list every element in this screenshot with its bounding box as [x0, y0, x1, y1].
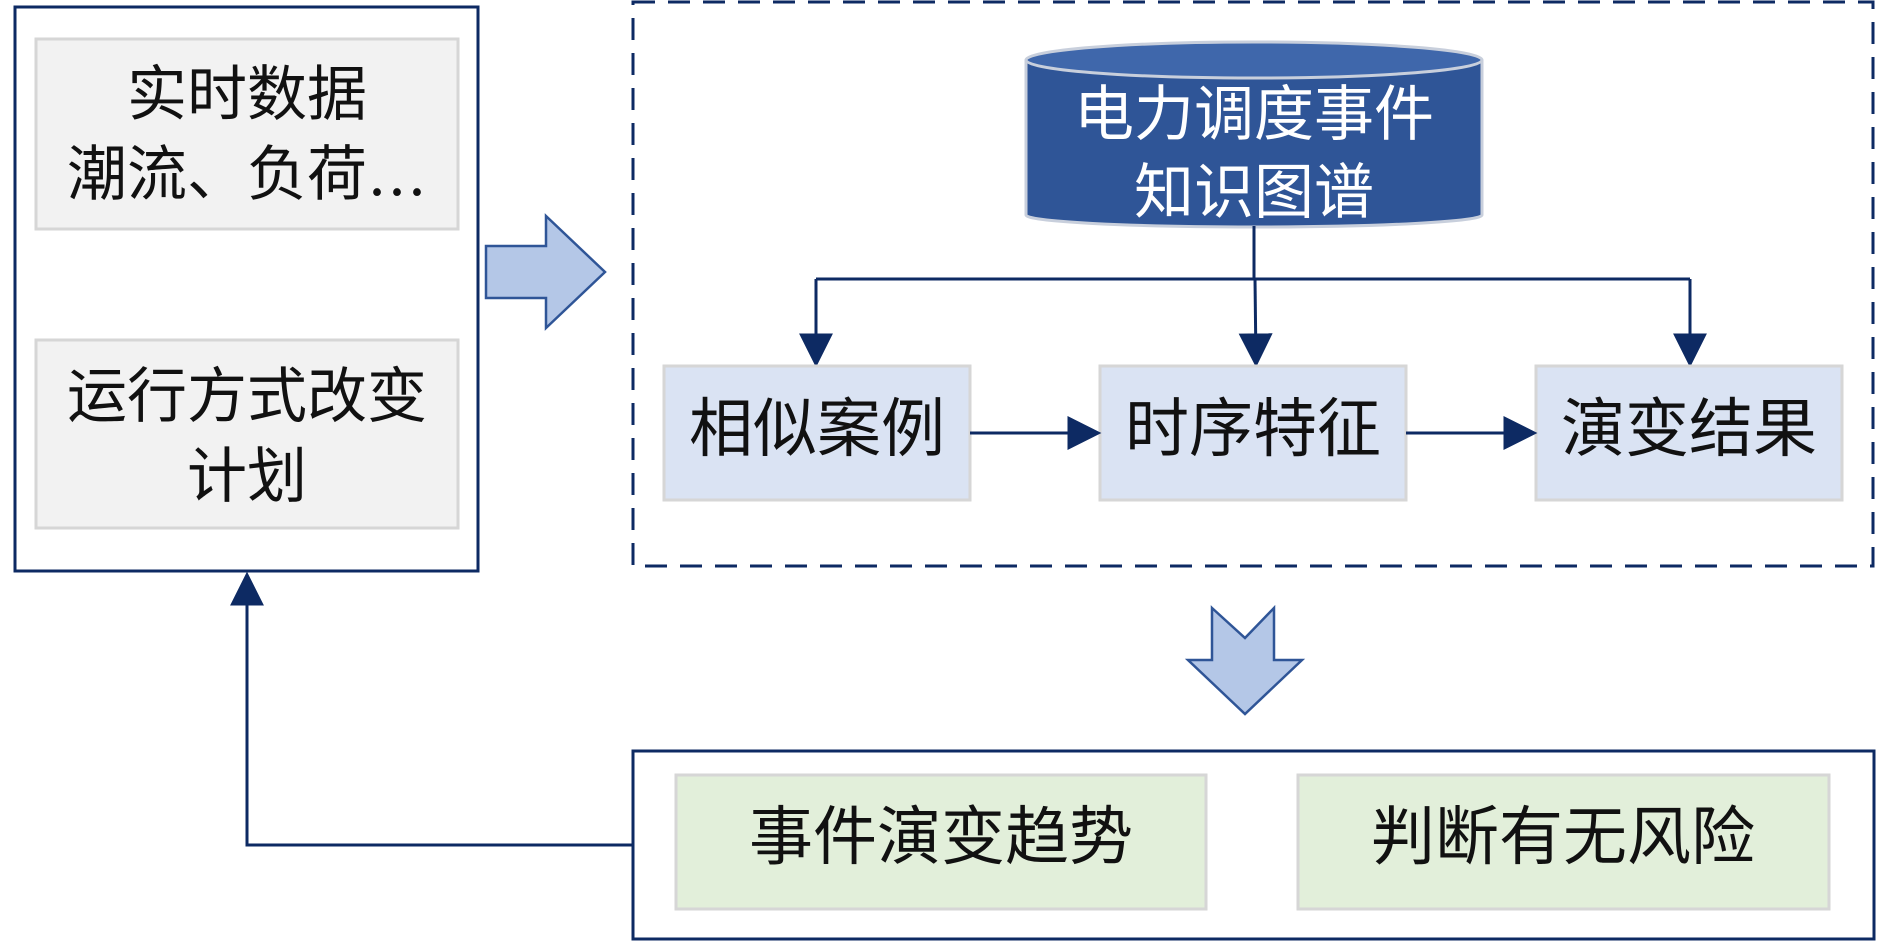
knowledge-graph-title-line2: 知识图谱	[1134, 158, 1374, 228]
operation-plan-box	[34, 338, 460, 530]
graph-to-output-arrow	[1184, 604, 1306, 716]
arrow-to-temporal-features	[1238, 278, 1273, 368]
evolution-results-label: 演变结果	[1561, 393, 1817, 467]
realtime-data-subtitle: 潮流、负荷…	[67, 140, 427, 210]
realtime-data-title: 实时数据	[127, 60, 367, 130]
event-trend-box	[674, 773, 1208, 911]
input-to-graph-arrow	[484, 213, 607, 331]
knowledge-graph-region	[631, 0, 1875, 568]
similar-cases-label: 相似案例	[689, 393, 945, 467]
risk-judgment-label: 判断有无风险	[1371, 801, 1755, 875]
risk-judgment-box	[1296, 773, 1831, 911]
event-trend-label: 事件演变趋势	[749, 801, 1133, 875]
operation-plan-line1: 运行方式改变	[67, 362, 427, 432]
feedback-loop-arrow	[230, 571, 633, 847]
temporal-features-label: 时序特征	[1125, 393, 1381, 467]
similar-cases-box	[662, 364, 972, 502]
operation-plan-line2: 计划	[187, 442, 307, 512]
knowledge-graph-database	[1024, 40, 1484, 229]
evolution-results-box	[1534, 364, 1844, 502]
knowledge-graph-title-line1: 电力调度事件	[1074, 80, 1434, 150]
temporal-features-box	[1098, 364, 1408, 502]
realtime-data-box	[34, 37, 460, 231]
